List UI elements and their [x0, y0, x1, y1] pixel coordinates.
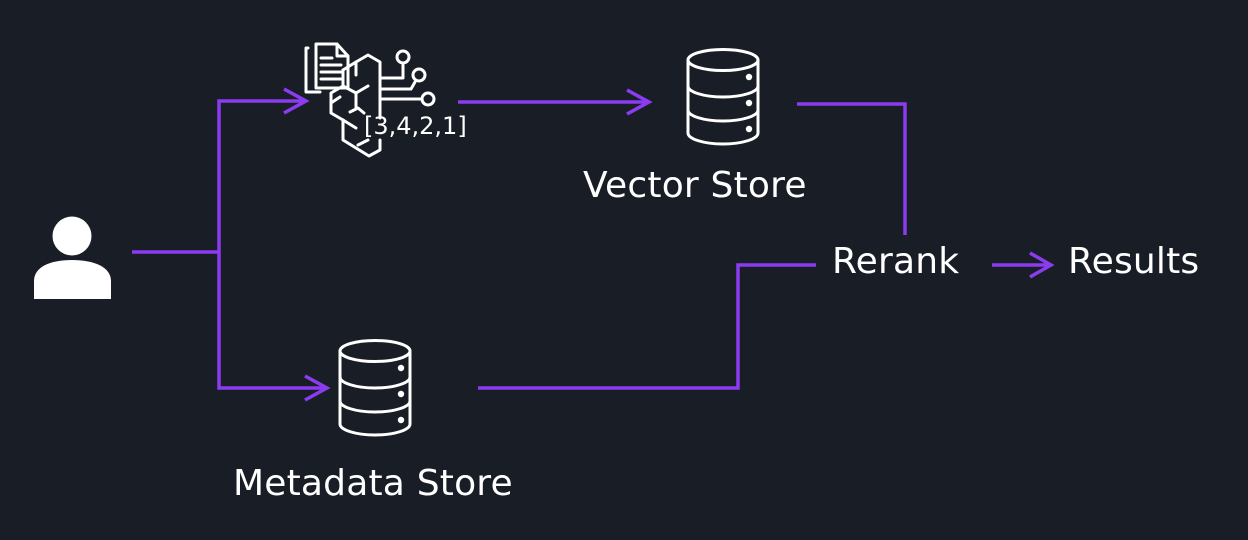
- arrowhead-vector-store: [626, 88, 653, 116]
- edge-metadata-store-to-rerank: [478, 263, 816, 390]
- user-icon: [34, 216, 111, 299]
- vector-store-database-icon: [686, 48, 760, 146]
- metadata-store-label: Metadata Store: [233, 463, 513, 504]
- edge-vector-store-to-rerank: [797, 102, 907, 235]
- connectors: [132, 87, 1055, 402]
- neural-network-icon: [329, 53, 382, 158]
- arrowhead-results: [1029, 251, 1055, 279]
- arrowhead-metadata-store: [304, 374, 331, 402]
- metadata-store-database-icon: [338, 339, 412, 437]
- arrowhead-embedding: [283, 87, 310, 115]
- circuit-nodes-icon: [378, 49, 436, 107]
- embedding-model-icon: [3,4,2,1]: [304, 42, 467, 158]
- edge-user-to-metadata-store: [217, 252, 327, 390]
- vector-store-label: Vector Store: [583, 165, 807, 206]
- results-label: Results: [1068, 241, 1200, 282]
- edge-user-to-embedding: [217, 99, 306, 252]
- rerank-label: Rerank: [832, 241, 960, 282]
- document-icon: [304, 42, 350, 94]
- vector-text: [3,4,2,1]: [364, 112, 467, 140]
